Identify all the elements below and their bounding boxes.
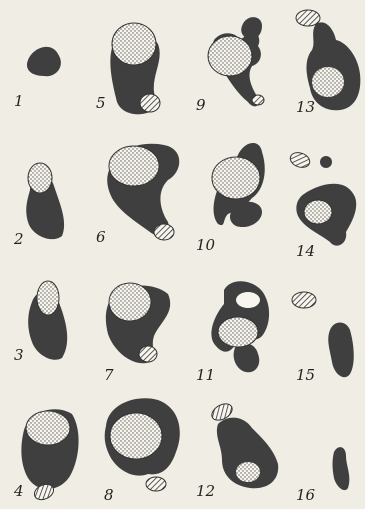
figure-5 <box>110 23 160 114</box>
figure-2 <box>26 163 64 239</box>
figure-13 <box>296 10 360 110</box>
figure-4 <box>21 409 78 502</box>
label-9: 9 <box>196 96 206 114</box>
label-8: 8 <box>104 486 114 504</box>
figure-3 <box>28 281 67 360</box>
figure-16 <box>333 447 350 490</box>
label-2: 2 <box>13 230 24 248</box>
label-7: 7 <box>104 366 114 384</box>
label-3: 3 <box>14 346 24 364</box>
label-10: 10 <box>196 236 216 254</box>
figure-10 <box>212 143 265 227</box>
label-1: 1 <box>14 92 24 110</box>
figure-9 <box>208 17 264 106</box>
label-14: 14 <box>296 242 315 260</box>
figure-11 <box>211 281 269 372</box>
figure-12 <box>209 400 278 488</box>
figure-1 <box>27 47 61 76</box>
label-16: 16 <box>296 486 316 504</box>
label-5: 5 <box>96 94 106 112</box>
label-13: 13 <box>296 98 315 116</box>
figure-15 <box>292 292 354 377</box>
figure-8 <box>105 398 180 491</box>
label-15: 15 <box>296 366 315 384</box>
label-4: 4 <box>13 482 24 500</box>
label-11: 11 <box>196 366 215 384</box>
figure-14 <box>288 150 356 246</box>
figure-6 <box>107 144 179 240</box>
label-12: 12 <box>196 482 215 500</box>
figure-7 <box>106 283 170 363</box>
label-6: 6 <box>96 228 106 246</box>
